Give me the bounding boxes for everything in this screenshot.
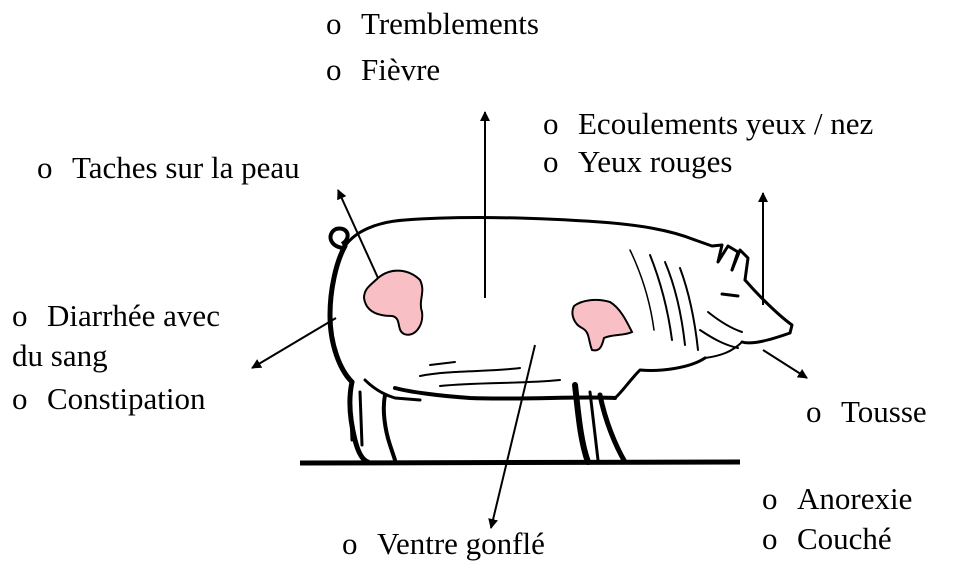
label-text: Fièvre — [361, 52, 440, 87]
label-text: Tremblements — [361, 6, 539, 41]
pig-body — [330, 217, 792, 462]
arrow-belly — [491, 345, 535, 528]
arrow-skin — [338, 190, 378, 278]
bullet: o — [342, 526, 377, 562]
label-text: Yeux rouges — [578, 144, 732, 179]
label-text: Ecoulements yeux / nez — [578, 106, 873, 141]
label-text: Taches sur la peau — [72, 150, 300, 185]
label-text: Tousse — [841, 394, 927, 429]
label-text: Anorexie — [797, 481, 912, 516]
bullet: o — [12, 381, 47, 417]
arrow-cough — [763, 350, 807, 378]
label-text: Constipation — [47, 381, 205, 416]
bullet: o — [806, 394, 841, 430]
label-text: Diarrhée avec — [47, 298, 220, 333]
bullet: o — [762, 521, 797, 557]
label-diarrhee-cont: du sang — [12, 338, 108, 374]
bullet: o — [37, 150, 72, 186]
label-text: Couché — [797, 521, 892, 556]
bullet: o — [543, 106, 578, 142]
skin-patch-rump — [364, 271, 422, 335]
arrow-diarrhea — [252, 318, 336, 368]
skin-patch-shoulder — [572, 300, 632, 350]
bullet: o — [543, 144, 578, 180]
label-text: Ventre gonflé — [377, 526, 545, 561]
bullet: o — [326, 6, 361, 42]
label-text: du sang — [12, 338, 108, 373]
bullet: o — [12, 298, 47, 334]
bullet: o — [762, 481, 797, 517]
bullet: o — [326, 52, 361, 88]
